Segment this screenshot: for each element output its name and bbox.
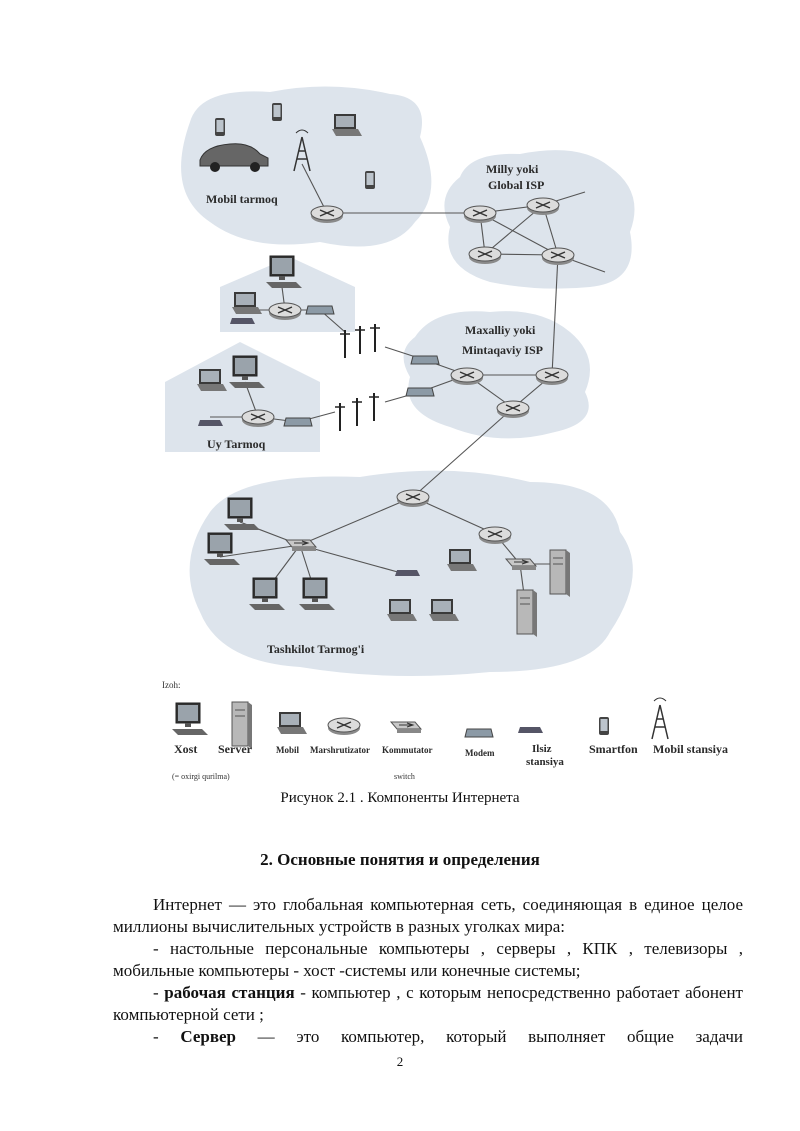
paragraph-intro: Интернет — это глобальная компьютерная с… bbox=[113, 895, 743, 936]
wireless-station-icon bbox=[198, 318, 420, 576]
section-heading: 2. Основные понятия и определения bbox=[260, 850, 540, 869]
legend-mobile-laptop-icon bbox=[277, 712, 307, 734]
legend-label-wireless: Ilsiz bbox=[532, 743, 552, 755]
national-isp-label-2: Global ISP bbox=[488, 178, 544, 192]
legend-label-switch: Kommutator bbox=[382, 745, 433, 755]
legend-note-left: (= oxirgi qurilma) bbox=[172, 772, 230, 781]
legend-label-server: Server bbox=[218, 742, 253, 756]
workstation-prefix: - bbox=[153, 983, 165, 1002]
workstation-term: рабочая станция bbox=[164, 983, 295, 1002]
legend-cell-tower-icon bbox=[651, 697, 669, 740]
legend-label-smartphone: Smartfon bbox=[589, 742, 638, 756]
legend-label-router: Marshrutizator bbox=[310, 745, 370, 755]
legend-title: Izoh: bbox=[162, 680, 181, 690]
legend-router-icon bbox=[327, 717, 361, 736]
server-prefix: - bbox=[153, 1027, 181, 1046]
national-isp-label: Milly yoki bbox=[486, 162, 539, 176]
mobile-network-label: Mobil tarmoq bbox=[206, 192, 278, 206]
figure-caption: Рисунок 2.1 . Компоненты Интернета bbox=[280, 790, 520, 806]
server-definition: — это компьютер, который выполняет общие… bbox=[236, 1027, 743, 1046]
legend-label-modem: Modem bbox=[465, 748, 495, 758]
workstation-definition: - компьютер , с которым непосредственно … bbox=[113, 983, 743, 1024]
legend-label-wireless-2: stansiya bbox=[526, 756, 564, 768]
legend-switch-icon bbox=[390, 721, 422, 734]
legend-label-cell-tower: Mobil stansiya bbox=[653, 742, 728, 756]
local-isp-label-2: Mintaqaviy ISP bbox=[462, 343, 543, 357]
org-network-label: Tashkilot Tarmog'i bbox=[267, 642, 365, 656]
car-icon bbox=[199, 143, 269, 172]
legend-label-mobile: Mobil bbox=[276, 745, 300, 755]
legend-wireless-station-icon bbox=[518, 727, 543, 733]
poles-lower bbox=[334, 392, 380, 432]
server-term: Сервер bbox=[180, 1027, 237, 1046]
home-network-label: Uy Tarmoq bbox=[207, 437, 266, 451]
internet-components-figure: Mobil tarmoq Milly yoki Global ISP Maxal… bbox=[160, 82, 770, 792]
page-number: 2 bbox=[396, 1054, 404, 1069]
legend-smartphone-icon bbox=[599, 717, 609, 735]
legend-desktop-icon bbox=[171, 702, 209, 736]
legend-modem-icon bbox=[464, 728, 494, 738]
body-text: Интернет — это глобальная компьютерная с… bbox=[113, 894, 743, 1048]
legend-label-host: Xost bbox=[174, 742, 197, 756]
legend bbox=[171, 697, 669, 750]
paragraph-hosts: - настольные персональные компьютеры , с… bbox=[113, 939, 743, 980]
paragraph-workstation: - рабочая станция - компьютер , с которы… bbox=[113, 982, 743, 1026]
local-isp-label: Maxalliy yoki bbox=[465, 323, 536, 337]
paragraph-server: - Сервер — это компьютер, который выполн… bbox=[113, 1026, 743, 1048]
legend-note-switch: switch bbox=[394, 772, 415, 781]
mobile-network-cloud bbox=[181, 86, 432, 247]
